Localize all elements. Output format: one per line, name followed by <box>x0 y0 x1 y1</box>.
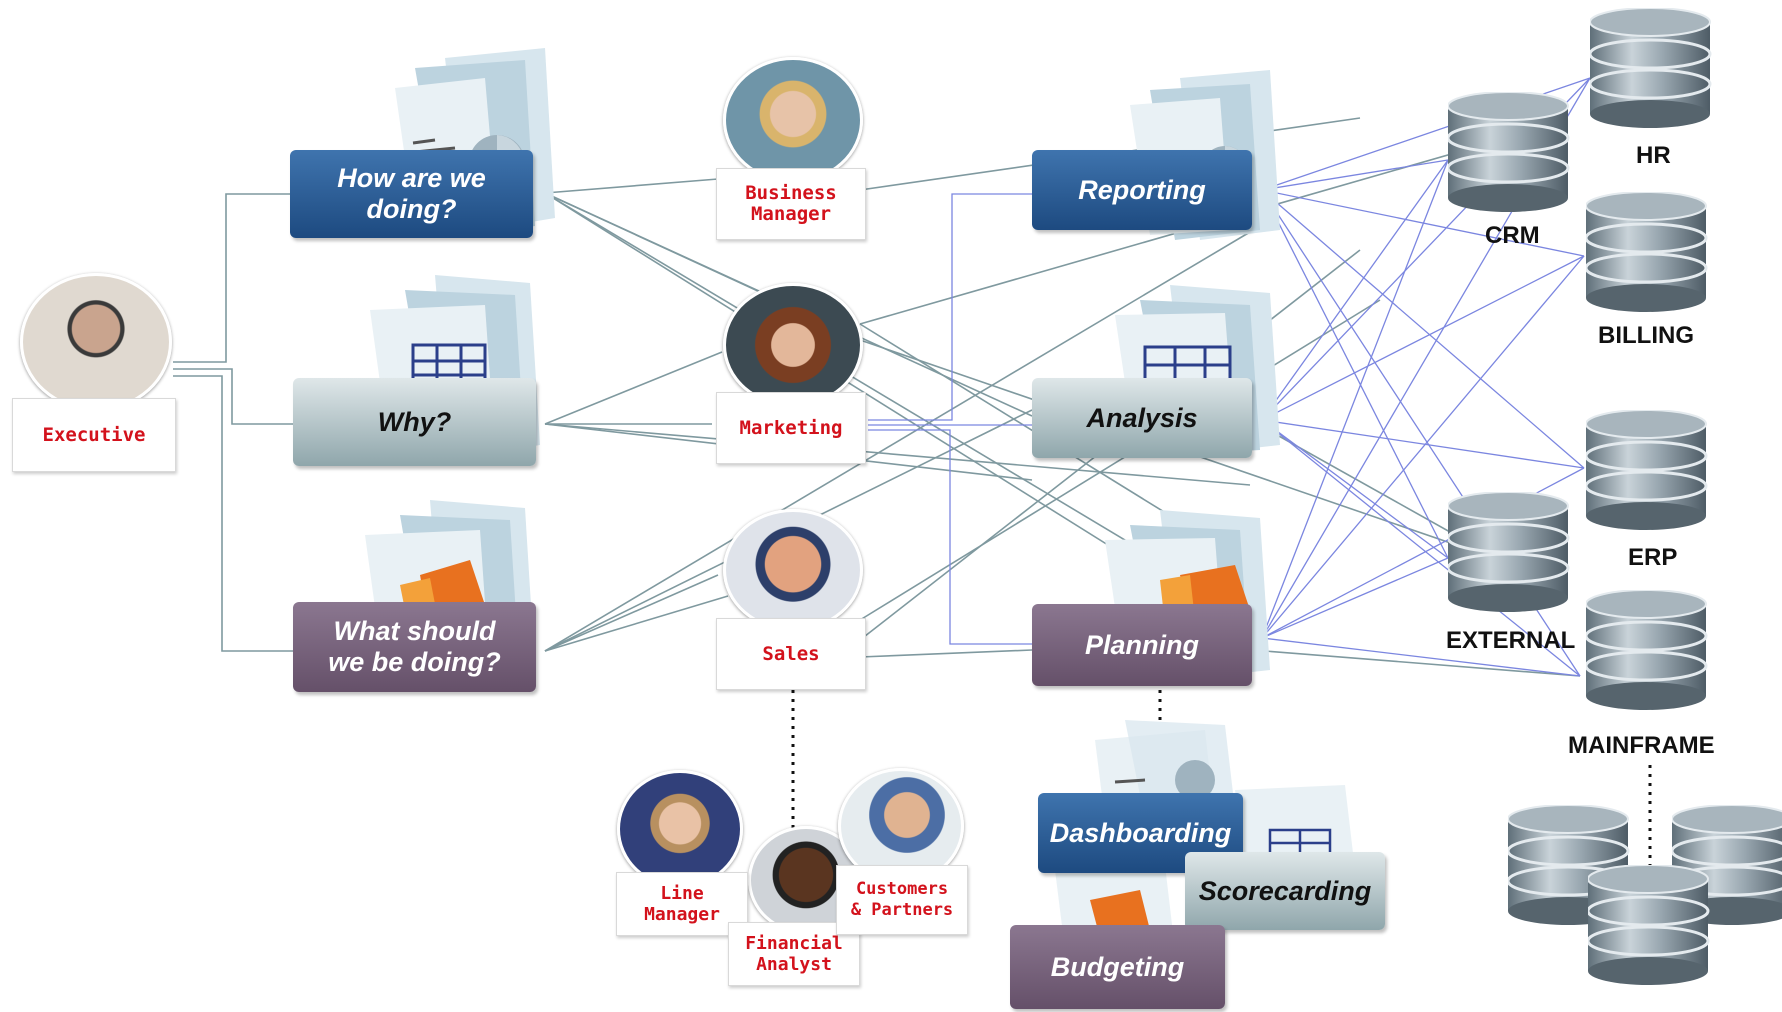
dashboarding-label: Dashboarding <box>1049 817 1232 848</box>
billing-database-icon <box>1586 192 1708 314</box>
planning-label: Planning <box>1085 629 1199 660</box>
why-label: Why? <box>377 406 452 437</box>
scorecarding-box[interactable]: Scorecarding <box>1185 852 1385 930</box>
source-database-icon-3 <box>1588 865 1710 987</box>
crm-label: CRM <box>1485 222 1540 249</box>
mainframe-label: MAINFRAME <box>1568 732 1715 759</box>
what-should-we-be-doing-box[interactable]: What should we be doing? <box>293 602 536 692</box>
executive-label: Executive <box>12 398 176 472</box>
marketing-label: Marketing <box>716 392 866 464</box>
budgeting-label: Budgeting <box>1050 951 1185 982</box>
crm-database-icon <box>1448 92 1570 214</box>
analysis-box[interactable]: Analysis <box>1032 378 1252 458</box>
external-label: EXTERNAL <box>1446 627 1576 654</box>
customers-partners-text: Customers & Partners <box>850 879 954 920</box>
mainframe-database-icon <box>1586 590 1708 712</box>
customers-partners-label: Customers & Partners <box>836 865 968 935</box>
analysis-label: Analysis <box>1086 402 1198 433</box>
business-manager-text: Business Manager <box>745 182 837 225</box>
business-manager-label: Business Manager <box>716 168 866 240</box>
planning-box[interactable]: Planning <box>1032 604 1252 686</box>
financial-analyst-text: Financial Analyst <box>745 933 843 975</box>
billing-label: BILLING <box>1598 322 1694 349</box>
line-manager-label: Line Manager <box>616 872 748 936</box>
marketing-avatar <box>723 283 863 407</box>
marketing-text: Marketing <box>739 416 843 439</box>
sales-text: Sales <box>762 642 820 665</box>
sales-label: Sales <box>716 618 866 690</box>
reporting-box[interactable]: Reporting <box>1032 150 1252 230</box>
hr-label: HR <box>1636 142 1671 169</box>
external-database-icon <box>1448 492 1570 614</box>
executive-avatar <box>20 273 172 411</box>
line-manager-avatar <box>617 770 743 888</box>
executive-text: Executive <box>42 423 146 446</box>
line-manager-text: Line Manager <box>644 883 720 925</box>
erp-database-icon <box>1586 410 1708 532</box>
why-box[interactable]: Why? <box>293 378 536 466</box>
scorecard-document-icon <box>1235 785 1355 870</box>
scorecarding-label: Scorecarding <box>1198 875 1372 906</box>
budgeting-box[interactable]: Budgeting <box>1010 925 1225 1009</box>
sales-avatar <box>723 509 863 631</box>
erp-label: ERP <box>1628 544 1678 571</box>
reporting-label: Reporting <box>1078 174 1206 205</box>
customers-partners-avatar <box>838 768 964 884</box>
business-manager-avatar <box>723 57 863 183</box>
how-are-we-doing-label: How are we doing? <box>337 163 486 224</box>
what-should-we-be-doing-label: What should we be doing? <box>328 616 501 677</box>
how-are-we-doing-box[interactable]: How are we doing? <box>290 150 533 238</box>
hr-database-icon <box>1590 8 1712 130</box>
